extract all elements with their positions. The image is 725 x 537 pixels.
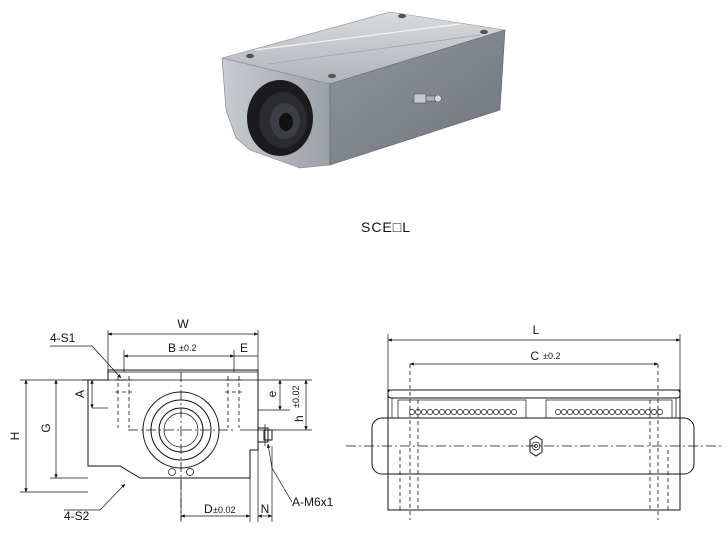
grease-nipple-hex-icon <box>529 435 543 457</box>
s1-threaded-hole-right <box>225 376 242 428</box>
dim-N-label: N <box>261 502 270 516</box>
dim-B-tolerance: ±0.2 <box>179 343 196 353</box>
dim-A-label: A <box>73 390 87 398</box>
front-view-drawing: W B ±0.2 E 4-S1 A H G e <box>8 317 334 523</box>
top-screw-hole-icon <box>480 29 488 35</box>
dim-4-S1-label: 4-S1 <box>50 331 76 345</box>
dim-thread-label: A-M6x1 <box>292 495 334 509</box>
ball-row-right <box>555 409 663 415</box>
dim-E-label: E <box>240 341 248 355</box>
dim-D-tolerance: ±0.02 <box>213 505 235 515</box>
side-view-drawing: L C ±0.2 <box>346 323 722 520</box>
dim-B-label: B <box>168 341 176 355</box>
dim-G-label: G <box>39 423 53 432</box>
dim-C-tolerance: ±0.2 <box>543 351 560 361</box>
dim-D-label: D <box>204 502 213 516</box>
top-screw-hole-icon <box>328 73 336 79</box>
dim-e-label: e <box>265 390 279 397</box>
product-photo <box>221 11 506 169</box>
grease-fitting-front-icon <box>257 424 273 446</box>
grease-nipple-icon <box>413 93 442 104</box>
dim-L-label: L <box>533 323 540 337</box>
dim-4-S2-label: 4-S2 <box>64 509 90 523</box>
top-screw-hole-icon <box>246 53 254 59</box>
dim-C-label: C <box>530 349 539 363</box>
top-screw-hole-icon <box>398 13 406 19</box>
ball-row-left <box>409 409 517 415</box>
dim-H-label: H <box>8 432 22 441</box>
dim-W-label: W <box>177 317 189 331</box>
dim-h-tolerance: ±0.02 <box>291 386 301 408</box>
dim-h-label: h <box>292 415 306 422</box>
product-caption: SCE□L <box>361 219 411 235</box>
s1-threaded-hole-left <box>115 376 132 428</box>
